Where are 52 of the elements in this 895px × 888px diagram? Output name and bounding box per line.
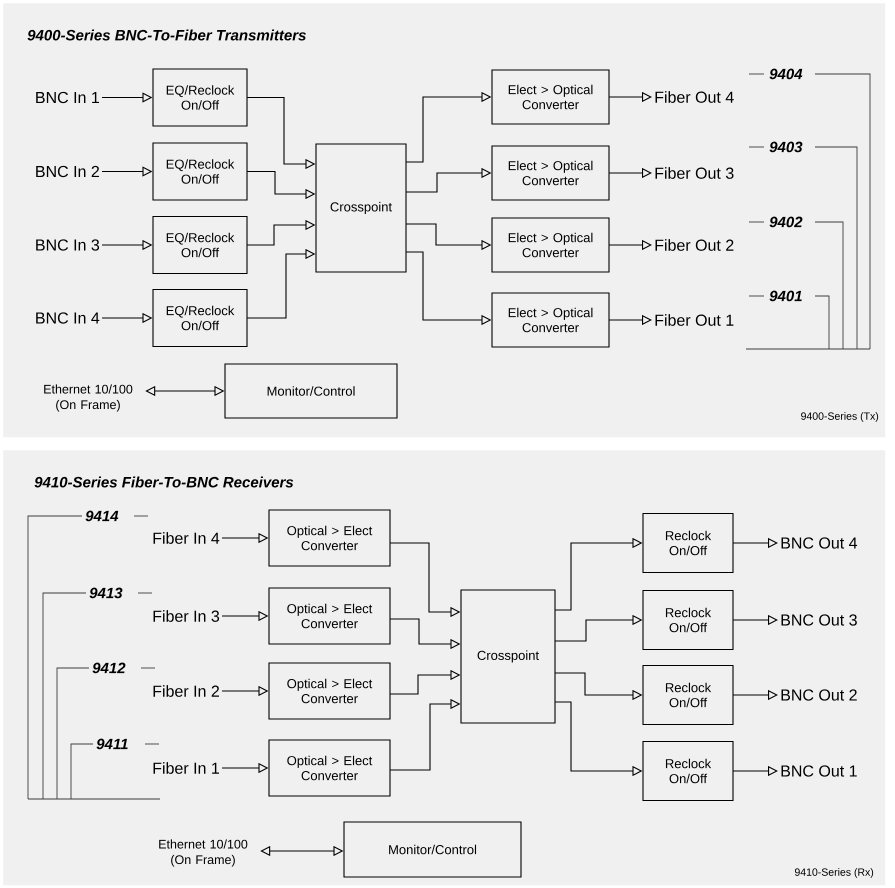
model-number: 9412 [92, 662, 126, 674]
process-box: EQ/Reclock On/Off [152, 288, 248, 348]
model-number: 9413 [90, 588, 122, 598]
signal-label: BNC Out 2 [782, 689, 857, 701]
signal-label: Fiber In 2 [154, 685, 219, 697]
process-box: Crosspoint [460, 589, 556, 724]
process-box: Elect > Optical Converter [491, 69, 610, 125]
process-box: Optical > Elect Converter [268, 739, 391, 797]
process-box: Reclock On/Off [642, 590, 734, 650]
process-box: Reclock On/Off [642, 512, 734, 574]
signal-label: BNC In 3 [36, 239, 100, 251]
signal-label: Fiber In 3 [154, 610, 220, 622]
model-number: 9401 [770, 290, 802, 302]
process-box: EQ/Reclock On/Off [152, 142, 248, 201]
signal-label: BNC In 2 [36, 166, 99, 178]
port-label: Ethernet 10/100 (On Frame) [159, 839, 248, 867]
model-number: 9403 [770, 142, 802, 152]
model-number: 9414 [86, 510, 118, 522]
signal-label: BNC Out 4 [782, 537, 858, 549]
panel-title: 9410-Series Fiber-To-BNC Receivers [34, 476, 294, 488]
process-box: EQ/Reclock On/Off [152, 68, 248, 127]
signal-label: BNC In 4 [36, 312, 100, 324]
process-box: Monitor/Control [224, 363, 398, 419]
process-box: Elect > Optical Converter [491, 217, 610, 273]
signal-label: Fiber Out 3 [656, 167, 734, 179]
signal-label: Fiber In 1 [154, 762, 219, 774]
signal-label: Fiber Out 4 [656, 91, 734, 103]
port-label: Ethernet 10/100 (On Frame) [44, 384, 132, 412]
process-box: Reclock On/Off [642, 664, 734, 726]
process-box: Optical > Elect Converter [268, 509, 391, 567]
signal-label: Fiber Out 1 [656, 314, 734, 326]
signal-label: Fiber Out 2 [656, 239, 734, 251]
series-caption: 9400-Series (Tx) [801, 412, 878, 422]
panel [3, 450, 886, 886]
signal-label: BNC Out 1 [782, 765, 857, 777]
series-caption: 9410-Series (Rx) [794, 868, 874, 878]
process-box: Optical > Elect Converter [268, 662, 391, 720]
process-box: Reclock On/Off [642, 740, 734, 802]
process-box: EQ/Reclock On/Off [152, 216, 248, 274]
model-number: 9404 [770, 68, 802, 80]
process-box: Crosspoint [315, 143, 407, 273]
panel-title: 9400-Series BNC-To-Fiber Transmitters [28, 30, 306, 40]
signal-label: Fiber In 4 [154, 532, 220, 544]
process-box: Monitor/Control [343, 821, 522, 878]
model-number: 9402 [770, 216, 802, 228]
process-box: Elect > Optical Converter [491, 292, 610, 348]
panel [3, 3, 886, 438]
model-number: 9411 [96, 738, 128, 750]
process-box: Optical > Elect Converter [268, 587, 391, 645]
process-box: Elect > Optical Converter [491, 145, 610, 201]
signal-label: BNC In 1 [36, 92, 99, 104]
signal-label: BNC Out 3 [782, 614, 857, 626]
